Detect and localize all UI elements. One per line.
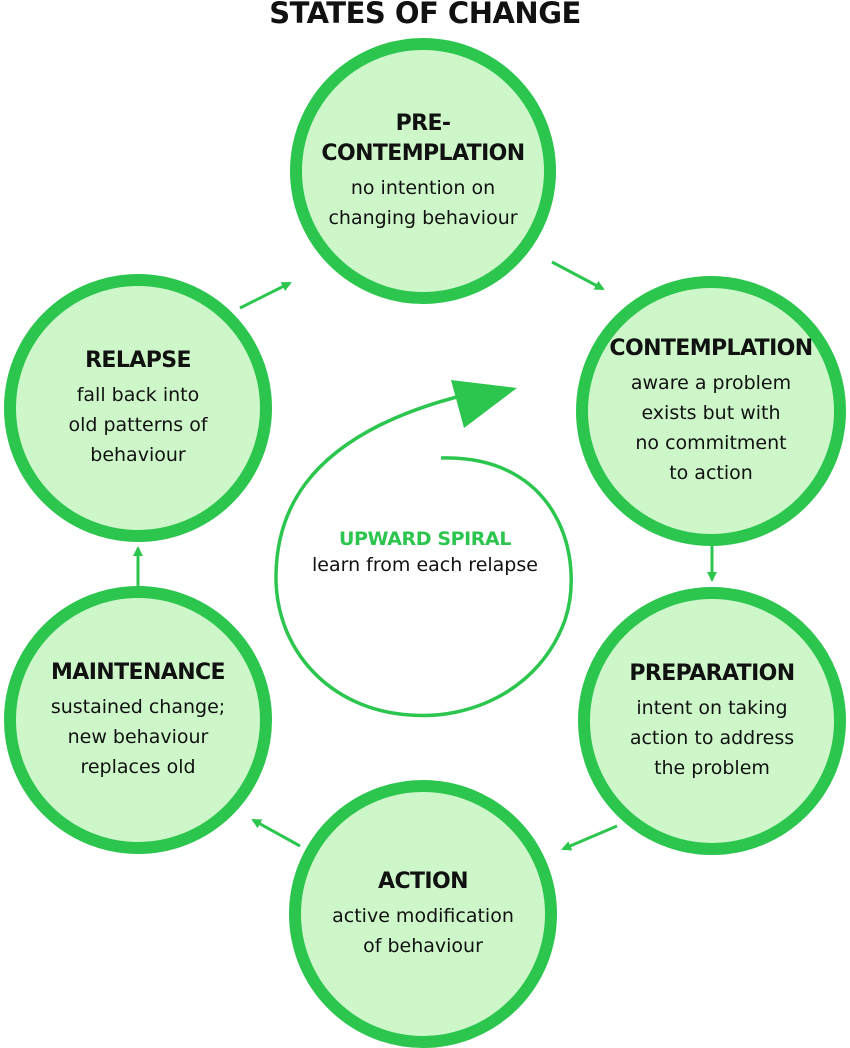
- arrow-precontemplation-to-contemplation: [551, 260, 605, 291]
- stage-maintenance: MAINTENANCE sustained change; new behavi…: [4, 586, 272, 854]
- stage-heading: RELAPSE: [85, 348, 191, 373]
- stage-description: sustained change; new behaviour replaces…: [50, 696, 226, 778]
- stage-heading: CONTEMPLATION: [609, 336, 813, 361]
- stage-description: aware a problem exists but with no commi…: [630, 372, 792, 484]
- stage-description: no intention on changing behaviour: [328, 177, 518, 229]
- arrow-action-to-maintenance: [251, 818, 301, 848]
- diagram-title: STATES OF CHANGE: [269, 0, 581, 30]
- stage-relapse: RELAPSE fall back into old patterns of b…: [4, 274, 272, 542]
- stage-description: active modification of behaviour: [332, 905, 514, 957]
- stage-heading: PRE- CONTEMPLATION: [321, 111, 525, 166]
- upward-spiral-arrow: [274, 390, 573, 718]
- upward-spiral-description: learn from each relapse: [312, 554, 538, 576]
- arrow-preparation-to-action: [561, 824, 618, 851]
- upward-spiral-arrowhead-icon: [451, 380, 517, 428]
- stage-description: intent on taking action to address the p…: [629, 697, 795, 779]
- upward-spiral-label: UPWARD SPIRAL learn from each relapse: [290, 528, 560, 576]
- stage-contemplation: CONTEMPLATION aware a problem exists but…: [576, 276, 846, 546]
- arrow-relapse-to-precontemplation: [239, 281, 292, 310]
- stage-precontemplation: PRE- CONTEMPLATION no intention on chang…: [290, 38, 556, 304]
- stage-heading: ACTION: [378, 869, 468, 894]
- stage-heading: MAINTENANCE: [51, 660, 226, 685]
- stage-preparation: PREPARATION intent on taking action to a…: [578, 587, 846, 855]
- stage-description: fall back into old patterns of behaviour: [68, 384, 208, 466]
- upward-spiral-heading: UPWARD SPIRAL: [338, 528, 512, 550]
- stage-action: ACTION active modification of behaviour: [289, 780, 557, 1048]
- stage-heading: PREPARATION: [629, 661, 795, 686]
